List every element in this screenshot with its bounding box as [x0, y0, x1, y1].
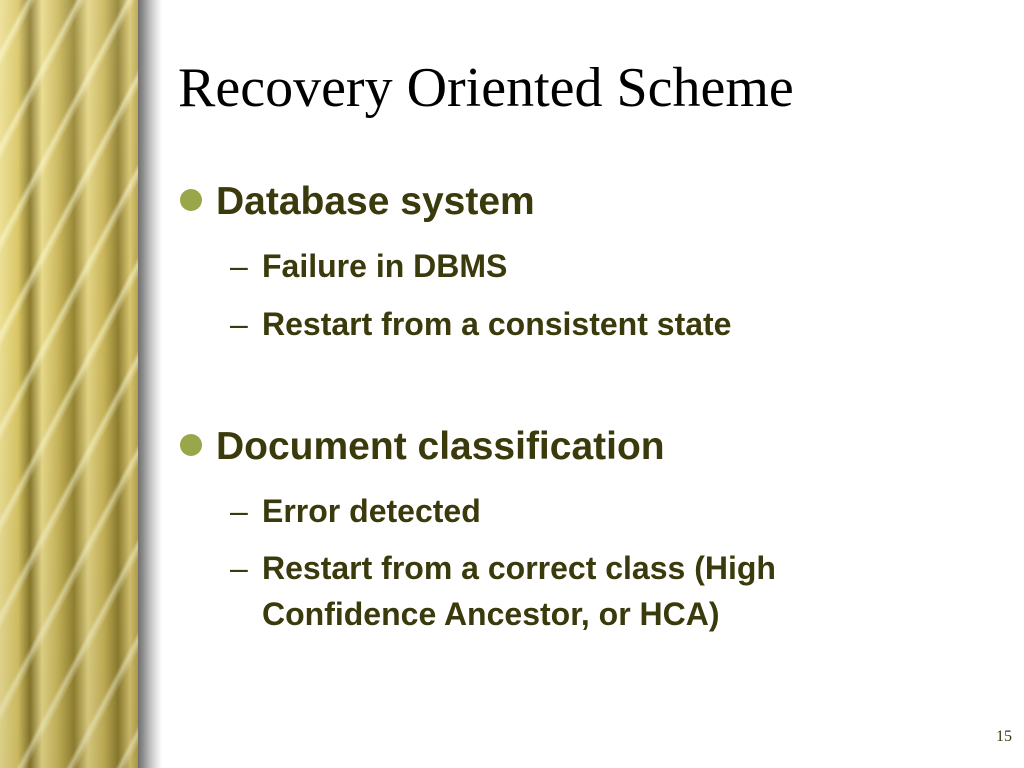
dash-icon: – [230, 493, 248, 529]
page-number: 15 [996, 728, 1012, 745]
subitem-restart-correct-class: – Restart from a correct class (High Con… [230, 545, 776, 637]
bullet-dot-icon [180, 434, 202, 456]
decorative-left-band [0, 0, 138, 768]
slide-title: Recovery Oriented Scheme [178, 57, 794, 119]
subitem-error-detected: – Error detected [230, 488, 481, 534]
decorative-shadow-strip [138, 0, 162, 768]
subitem-text: Restart from a consistent state [262, 306, 732, 342]
bullet-text: Document classification [216, 425, 665, 468]
bullet-dot-icon [180, 189, 202, 211]
dash-icon: – [230, 248, 248, 284]
subitem-text: Error detected [262, 493, 481, 529]
bullet-text: Database system [216, 180, 535, 223]
bullet-database-system: Database system [180, 180, 535, 224]
dash-icon: – [230, 550, 248, 586]
subitem-text: Restart from a correct class (High Confi… [262, 550, 776, 632]
bullet-document-classification: Document classification [180, 425, 665, 469]
subitem-failure-in-dbms: – Failure in DBMS [230, 243, 507, 289]
dash-icon: – [230, 306, 248, 342]
subitem-restart-consistent-state: – Restart from a consistent state [230, 301, 731, 347]
subitem-text: Failure in DBMS [262, 248, 508, 284]
